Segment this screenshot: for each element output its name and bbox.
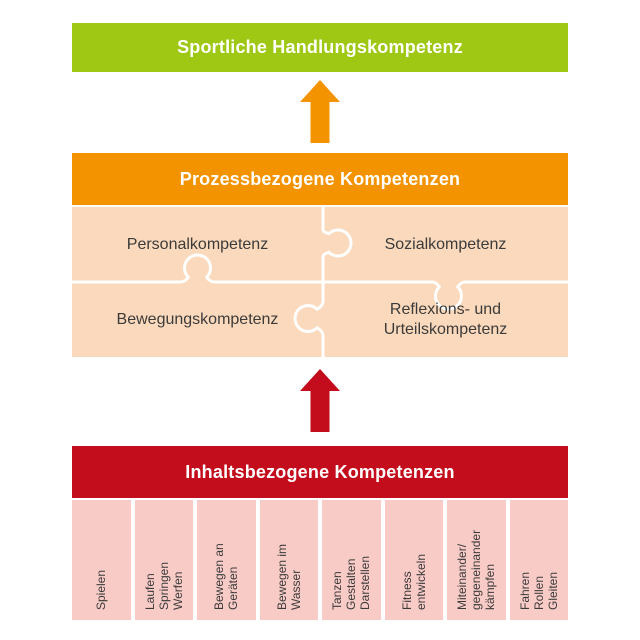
content-column-spielen: Spielen	[72, 500, 131, 620]
puzzle-piece-personalkompetenz: Personalkompetenz	[72, 207, 323, 282]
content-banner: Inhaltsbezogene Kompetenzen	[72, 446, 568, 498]
content-column-label: Spielen	[93, 569, 108, 610]
puzzle-divider-lines-icon	[72, 207, 568, 357]
process-competencies-puzzle: Personalkompetenz Sozialkompetenz Bewegu…	[72, 207, 568, 357]
content-column-label: Tanzen Gestalten Darstellen	[329, 555, 373, 610]
process-banner-label: Prozessbezogene Kompetenzen	[179, 168, 461, 189]
content-banner-label: Inhaltsbezogene Kompetenzen	[185, 461, 455, 482]
content-column-label: Miteinander/ gegeneinander kämpfen	[454, 529, 498, 610]
top-banner: Sportliche Handlungskompetenz	[72, 23, 568, 72]
process-banner: Prozessbezogene Kompetenzen	[72, 153, 568, 205]
content-column-laufen-springen-werfen: Laufen Springen Werfen	[134, 500, 193, 620]
content-column-label: Fahren Rollen Gleiten	[517, 571, 560, 610]
content-column-tanzen-gestalten-darstellen: Tanzen Gestalten Darstellen	[322, 500, 381, 620]
content-column-label: Laufen Springen Werfen	[142, 561, 185, 610]
content-column-label: Fitness entwickeln	[399, 553, 428, 610]
puzzle-cells: Personalkompetenz Sozialkompetenz Bewegu…	[72, 207, 568, 357]
top-banner-label: Sportliche Handlungskompetenz	[177, 37, 463, 57]
puzzle-piece-label: Personalkompetenz	[126, 235, 269, 253]
content-column-fahren-rollen-gleiten: Fahren Rollen Gleiten	[509, 500, 568, 620]
content-column-label: Bewegen an Geräten	[211, 543, 240, 610]
content-column-bewegen-im-wasser: Bewegen im Wasser	[259, 500, 318, 620]
puzzle-piece-label: Bewegungskompetenz	[116, 310, 279, 328]
puzzle-piece-sozialkompetenz: Sozialkompetenz	[323, 207, 568, 282]
puzzle-piece-label: Reflexions- und Urteilskompetenz	[383, 300, 508, 338]
up-arrow-red-icon	[300, 369, 340, 432]
content-column-miteinander-gegeneinander-kaempfen: Miteinander/ gegeneinander kämpfen	[447, 500, 506, 620]
puzzle-piece-reflexionskompetenz: Reflexions- und Urteilskompetenz	[323, 282, 568, 357]
content-columns: Spielen Laufen Springen Werfen Bewegen a…	[72, 500, 568, 620]
up-arrow-orange-icon	[300, 80, 340, 143]
content-column-label: Bewegen im Wasser	[274, 543, 303, 610]
content-column-fitness-entwickeln: Fitness entwickeln	[384, 500, 443, 620]
puzzle-piece-label: Sozialkompetenz	[384, 235, 507, 253]
puzzle-piece-bewegungskompetenz: Bewegungskompetenz	[72, 282, 323, 357]
content-column-bewegen-an-geraeten: Bewegen an Geräten	[197, 500, 256, 620]
